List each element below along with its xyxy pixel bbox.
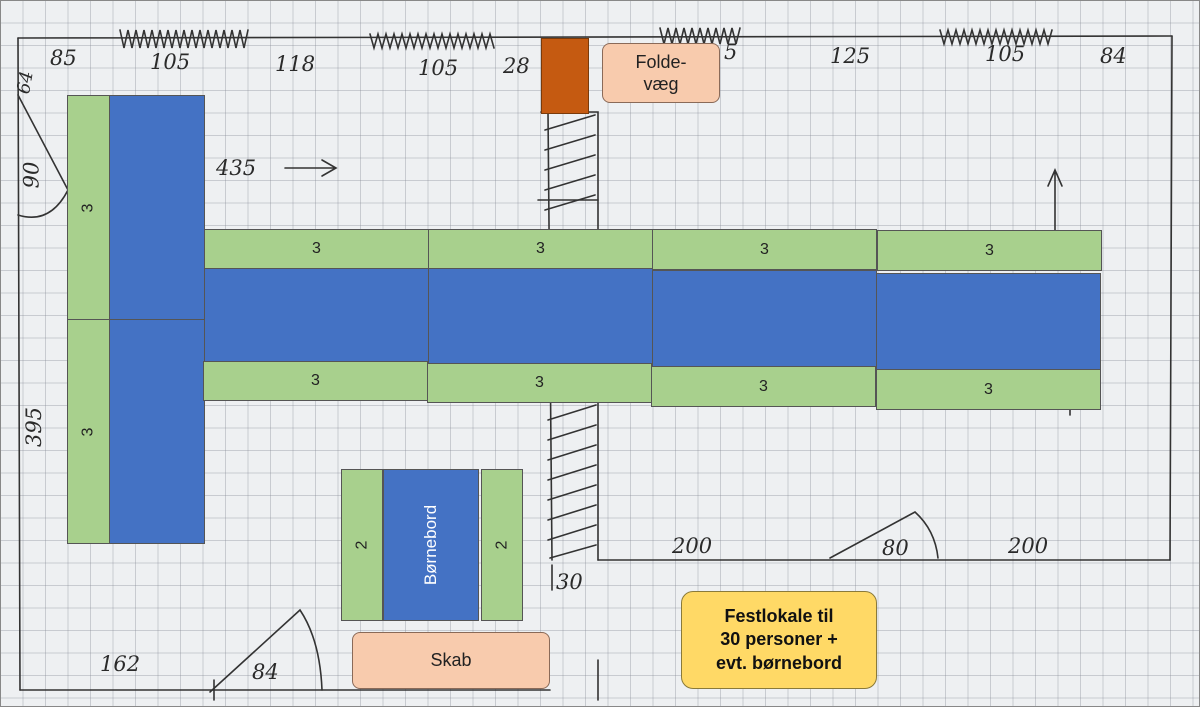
seat-group-left-lower: 3: [67, 319, 110, 544]
seat-group-bottom-4: 3: [876, 369, 1101, 410]
top-ticks-1: [119, 29, 249, 49]
dim-bottom-30: 30: [556, 570, 583, 594]
seat-group-top-3: 3: [652, 229, 877, 270]
venue-title-line1: Festlokale til: [724, 605, 834, 626]
table-row-segment-2: [428, 268, 653, 364]
seat-group-bottom-2: 3: [427, 363, 652, 403]
table-row-segment-3: [652, 270, 877, 368]
dim-top-105-c: 105: [985, 42, 1026, 66]
top-ticks-3: [659, 27, 741, 45]
seat-group-kids-right: 2: [481, 469, 523, 621]
dim-bottom-84: 84: [252, 660, 279, 684]
kids-table: Børnebord: [383, 469, 479, 621]
folding-wall-label: Folde- væg: [602, 43, 720, 103]
dim-top-84: 84: [1100, 44, 1127, 68]
dim-top-125: 125: [830, 44, 871, 68]
seat-group-top-2: 3: [428, 229, 653, 269]
dim-top-85: 85: [50, 46, 77, 70]
seat-count-label: 3: [759, 377, 768, 395]
wall-right: [1169, 35, 1173, 561]
seat-group-top-1: 3: [204, 229, 429, 269]
seat-count-label: 3: [535, 374, 544, 391]
folding-wall-block: [541, 38, 589, 114]
cabinet-label-text: Skab: [430, 650, 472, 671]
wall-left: [17, 37, 21, 691]
arrow-up-right: [1047, 168, 1063, 231]
dim-bottom-200-a: 200: [672, 534, 713, 558]
seat-group-top-4: 3: [877, 230, 1102, 271]
dim-top-5: 5: [724, 40, 738, 64]
seat-count-label: 3: [985, 241, 994, 259]
folding-wall-label-line2: væg: [643, 74, 679, 94]
seat-count-label: 3: [760, 240, 769, 258]
top-ticks-4: [939, 27, 1053, 47]
seat-group-left-upper: 3: [67, 95, 110, 320]
dim-bottom-200-b: 200: [1008, 534, 1049, 558]
dim-bottom-80: 80: [882, 536, 909, 560]
table-row-segment-4: [876, 273, 1101, 371]
seat-count-label: 3: [311, 372, 320, 389]
seat-count-label: 3: [312, 240, 321, 257]
door-swing-bottom-left: [209, 608, 323, 693]
table-left-upper: [109, 95, 205, 320]
venue-title-note: Festlokale til 30 personer + evt. børneb…: [681, 591, 877, 689]
dim-top-105-b: 105: [418, 56, 459, 80]
dim-top-105-a: 105: [150, 50, 191, 74]
folding-wall-label-line1: Folde-: [635, 51, 687, 72]
table-left-lower: [109, 319, 205, 544]
partition-small-lines: [537, 199, 599, 701]
seat-group-kids-left: 2: [341, 469, 383, 621]
cabinet-label: Skab: [352, 632, 550, 689]
dim-top-28: 28: [503, 54, 530, 78]
top-ticks-2: [369, 31, 495, 51]
seat-group-bottom-3: 3: [651, 366, 876, 407]
dim-bottom-162: 162: [100, 652, 141, 676]
seat-count-label: 3: [536, 240, 545, 257]
door-swing-top-left: [17, 94, 69, 219]
seat-count-label: 3: [984, 380, 993, 398]
venue-title-line3: evt. børnebord: [715, 652, 842, 673]
dim-arrow-435: 435: [216, 156, 257, 180]
dim-top-118: 118: [275, 52, 316, 76]
partition-hatching: [544, 114, 597, 559]
door-swing-bottom-right: [829, 511, 939, 559]
arrow-435: [284, 159, 338, 177]
venue-title-line2: 30 personer +: [720, 629, 838, 650]
